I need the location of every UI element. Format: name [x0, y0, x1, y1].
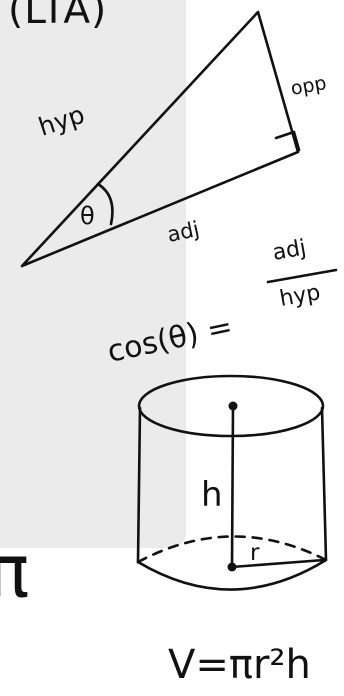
bottom-center-dot — [227, 562, 237, 572]
top-center-dot — [228, 401, 238, 411]
cylinder-bottom-back-arc — [136, 535, 328, 564]
shaded-panel — [0, 0, 186, 548]
cylinder-left-side — [136, 406, 142, 564]
height-line — [230, 404, 235, 569]
adj-label: adj — [165, 217, 201, 247]
cos-formula-numerator: adj — [271, 235, 308, 265]
cos-formula-lhs: cos(θ) = — [104, 309, 235, 370]
partial-pi-glyph: π — [0, 529, 29, 613]
fraction-bar — [266, 268, 338, 284]
radius-line — [230, 558, 326, 569]
cylinder — [136, 374, 328, 591]
angle-arc — [96, 182, 114, 226]
angle-label: θ — [80, 202, 95, 230]
cos-formula-denominator: hyp — [278, 280, 323, 312]
height-label: h — [201, 475, 223, 515]
triangle-outline — [20, 10, 300, 268]
volume-formula: V=πr²h — [168, 642, 311, 688]
page-heading: (LTA) — [8, 0, 108, 33]
cylinder-top-ellipse — [137, 374, 325, 438]
radius-label: r — [250, 540, 260, 566]
cylinder-right-side — [320, 406, 328, 562]
right-angle-marker — [274, 130, 301, 152]
right-triangle — [20, 10, 301, 268]
hyp-label: hyp — [35, 100, 88, 142]
opp-label: opp — [289, 72, 328, 100]
cylinder-bottom-front-arc — [136, 558, 328, 591]
